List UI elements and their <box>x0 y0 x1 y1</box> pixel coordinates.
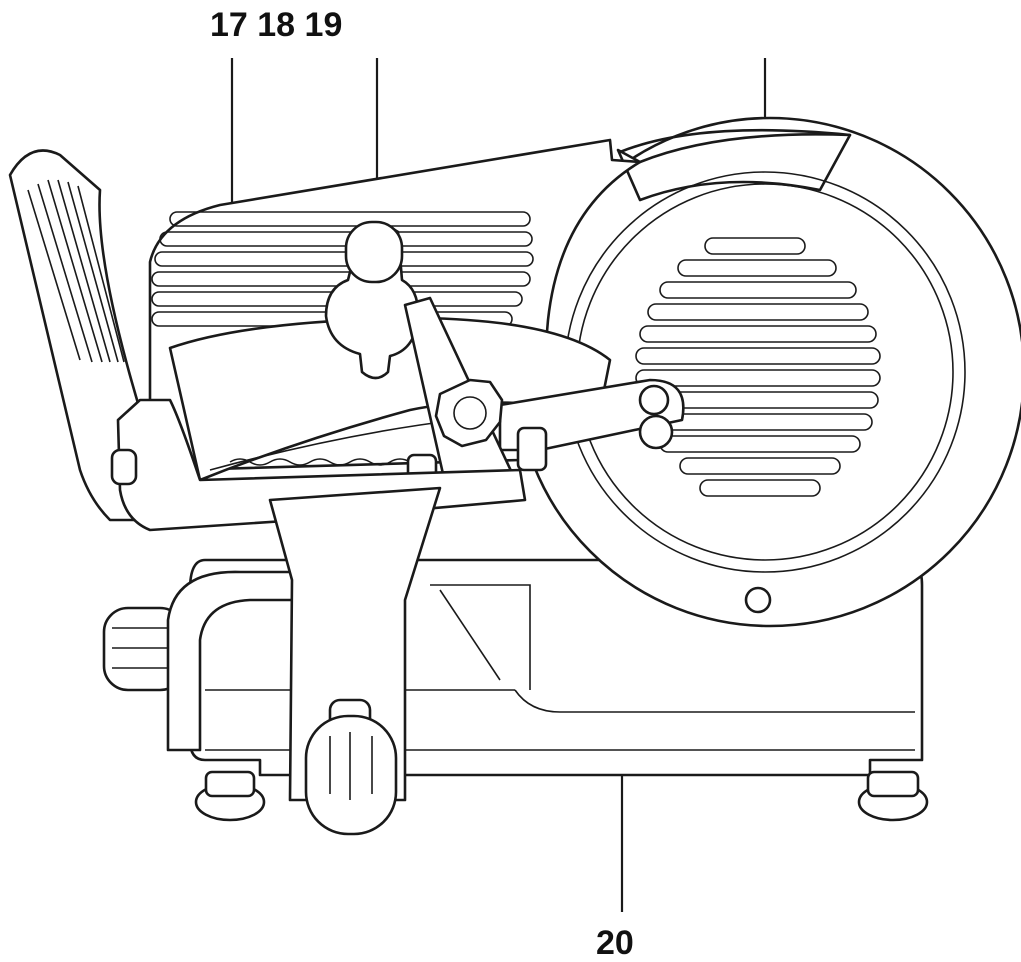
star-knob <box>434 378 504 448</box>
carriage-tray <box>168 316 612 482</box>
callout-17-18-19: 17 18 19 <box>210 6 342 44</box>
food-pusher <box>324 220 420 380</box>
feet <box>194 770 929 822</box>
callout-20: 20 <box>596 924 634 962</box>
blade-grooves <box>635 237 881 497</box>
arm-pivot <box>638 384 670 416</box>
front-column <box>268 486 442 802</box>
blade-screw <box>744 586 772 614</box>
thickness-knob <box>102 606 186 692</box>
front-knob <box>304 698 398 836</box>
